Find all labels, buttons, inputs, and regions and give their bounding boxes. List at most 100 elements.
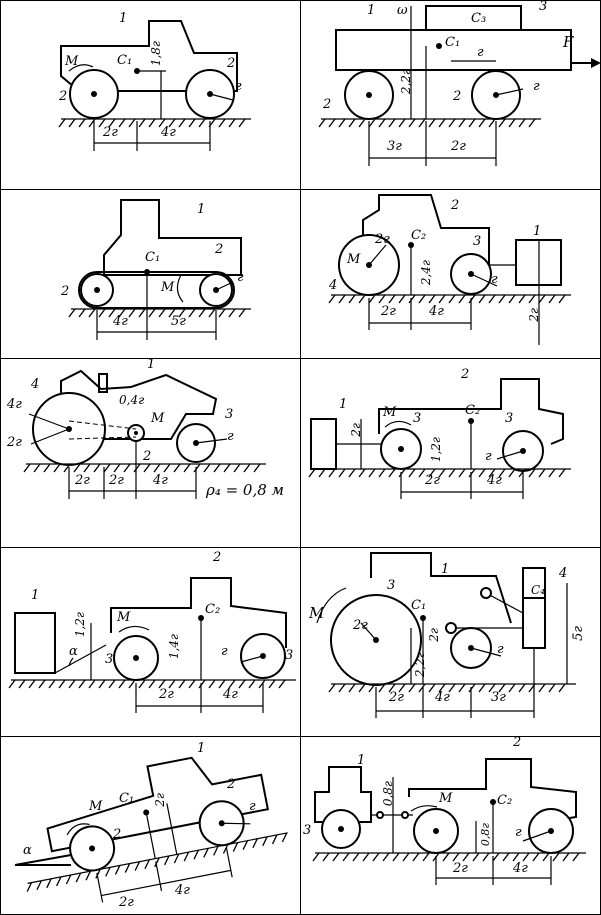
p8-dim-3: 3г xyxy=(491,690,506,705)
p2-label-omega: ω xyxy=(397,3,408,18)
p4-dim-1: 2г xyxy=(381,304,396,319)
panel-10: 1 2 0,8г M C₂ 3 0,8г г 2г 4г xyxy=(300,736,601,915)
p2-label-3: 3 xyxy=(539,0,548,14)
p6-dim-1: 2г xyxy=(425,473,440,488)
p1-label-2a: 2 xyxy=(59,89,68,104)
p5-label-2: 2 xyxy=(143,449,152,464)
p5-label-r1: 4г xyxy=(7,397,22,412)
panel-5-drawing xyxy=(23,369,266,499)
p3-label-2b: 2 xyxy=(215,242,224,257)
p6-dim-2: 4г xyxy=(487,473,502,488)
p10-label-2: 2 xyxy=(513,736,522,750)
p5-label-m: M xyxy=(151,411,165,426)
p8-label-c4: C₄ xyxy=(531,583,545,597)
panel-1-drawing xyxy=(58,20,251,151)
p6-label-h2: 1,2г xyxy=(429,437,443,463)
p8-label-c1: C₁ xyxy=(411,598,427,613)
p10-label-1: 1 xyxy=(357,753,366,768)
p1-dim-2: 4г xyxy=(161,125,176,140)
p10-label-c2: C₂ xyxy=(497,793,513,808)
p5-label-4: 4 xyxy=(31,377,40,392)
p5-dim-2: 2г xyxy=(109,473,124,488)
p8-label-1: 1 xyxy=(441,562,450,577)
panel-4-drawing xyxy=(328,194,571,345)
p4-label-3: 3 xyxy=(473,234,482,249)
p5-label-3: 3 xyxy=(225,407,234,422)
p9-label-1: 1 xyxy=(197,741,206,756)
p3-dim-1: 4г xyxy=(113,314,128,329)
p7-label-c2: C₂ xyxy=(205,602,221,617)
p4-label-2: 2 xyxy=(451,198,460,213)
p2-label-f: F xyxy=(563,33,574,51)
panel-2-drawing xyxy=(318,5,600,166)
p2-dim-1: 3г xyxy=(387,139,402,154)
p10-label-m: M xyxy=(439,791,453,806)
p8-dim-1: 2г xyxy=(389,690,404,705)
p9-label-2a: 2 xyxy=(113,827,122,842)
p2-label-c1: C₁ xyxy=(445,35,461,50)
panel-3: 1 C₁ 2 2 M г 4г 5г xyxy=(0,189,301,359)
p1-label-1: 1 xyxy=(119,11,128,26)
p4-label-m: M xyxy=(347,252,361,267)
p4-label-r: г xyxy=(491,272,498,287)
p5-rho: ρ₄ = 0,8 м xyxy=(206,481,284,499)
p5-label-r3: 0,4г xyxy=(119,393,145,407)
p9-label-2b: 2 xyxy=(227,777,236,792)
p6-label-m: M xyxy=(383,405,397,420)
p2-label-rt: г xyxy=(477,45,484,60)
p5-label-1: 1 xyxy=(147,358,156,372)
p3-label-c1: C₁ xyxy=(145,250,161,265)
p2-label-1: 1 xyxy=(367,3,376,18)
p9-label-r: г xyxy=(249,799,256,814)
p4-label-r2: 2г xyxy=(375,232,390,247)
p9-label-h: 2г xyxy=(153,793,167,807)
p9-label-m: M xyxy=(89,799,103,814)
p8-label-m: M xyxy=(309,604,325,622)
p4-dim-2: 4г xyxy=(429,304,444,319)
p3-dim-2: 5г xyxy=(171,314,186,329)
p8-label-r: г xyxy=(497,642,504,657)
panel-5: 1 4 4г 2г 0,4г M 3 г 2 2г 2г 4г ρ₄ = 0,8… xyxy=(0,358,301,548)
p8-dim-2: 4г xyxy=(435,690,450,705)
p8-label-3: 3 xyxy=(387,578,396,593)
p7-label-m: M xyxy=(117,610,131,625)
p7-label-r: г xyxy=(221,644,228,659)
p10-label-h2: 0,8г xyxy=(479,823,492,847)
p3-label-r: г xyxy=(237,270,244,285)
p4-label-c2: C₂ xyxy=(411,228,427,243)
panel-3-drawing xyxy=(68,199,251,340)
p1-label-r: г xyxy=(235,79,242,94)
panel-8-drawing xyxy=(316,552,576,718)
panel-6: 1 2 M 3 C₂ 3 2г 1,2г г 2г 4г xyxy=(300,358,601,548)
p3-label-m: M xyxy=(161,280,175,295)
p4-label-4: 4 xyxy=(329,278,338,293)
p5-dim-3: 4г xyxy=(153,473,168,488)
p6-label-1: 1 xyxy=(339,397,348,412)
p1-label-h: 1,8г xyxy=(149,41,163,67)
panel-1: 1 M C₁ 1,8г 2 2 г 2г 4г xyxy=(0,0,301,190)
p6-label-c2: C₂ xyxy=(465,403,481,418)
p10-dim-2: 4г xyxy=(513,861,528,876)
p2-label-2a: 2 xyxy=(323,97,332,112)
p2-dim-2: 2г xyxy=(451,139,466,154)
p7-label-h1: 1,2г xyxy=(73,612,87,638)
p2-label-r: г xyxy=(533,79,540,94)
p2-label-2b: 2 xyxy=(453,89,462,104)
p9-label-alpha: α xyxy=(23,843,32,858)
p8-label-h3: 5г xyxy=(571,626,586,641)
p5-label-r: г xyxy=(227,429,234,444)
panel-4: 2 1 C₂ 3 M 2г 4 2,4г г 2г 2г 4г xyxy=(300,189,601,359)
p10-label-r: г xyxy=(515,825,522,840)
p9-dim-2: 4г xyxy=(175,883,190,898)
p6-label-h1: 2г xyxy=(349,423,363,437)
panel-9-drawing xyxy=(14,756,288,903)
p7-label-alpha: α xyxy=(69,644,78,659)
panel-7-drawing xyxy=(8,577,296,713)
p6-label-2: 2 xyxy=(461,367,470,382)
panel-9: 1 C₁ 2г M 2 2 г α 2г 4г xyxy=(0,736,301,915)
panel-8: 3 1 4 C₄ C₁ M 2г 2г 2,2г г 5г 2г 4г 3г xyxy=(300,547,601,737)
p7-dim-1: 2г xyxy=(159,687,174,702)
panel-7: 1 2 1,2г M C₂ α 3 1,4г г 3 2г 4г xyxy=(0,547,301,737)
p8-label-r2: 2г xyxy=(353,618,368,633)
